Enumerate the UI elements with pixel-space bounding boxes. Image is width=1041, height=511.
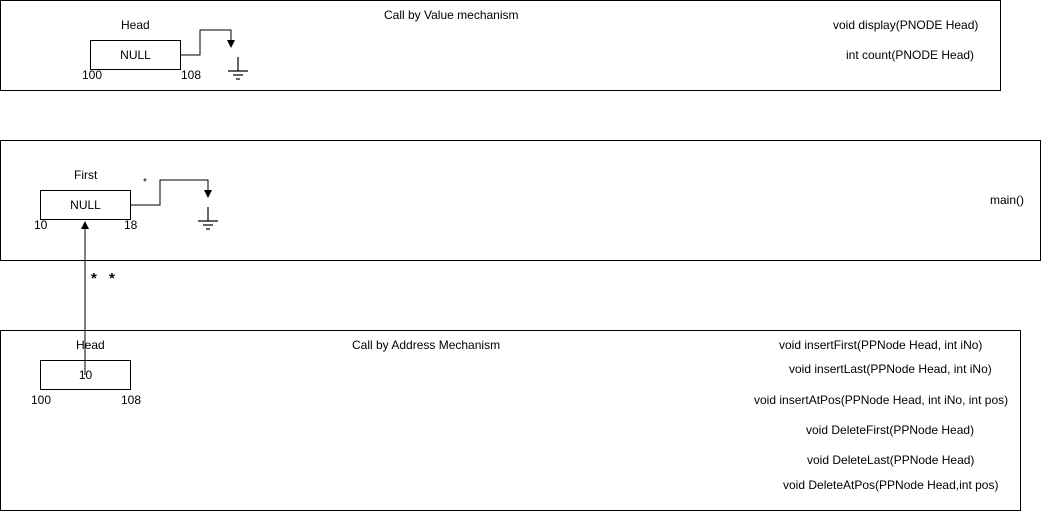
first-variable-label: First (74, 168, 98, 182)
bottom-head-addr-start: 100 (31, 393, 52, 407)
function-deleteatpos: void DeleteAtPos(PPNode Head,int pos) (783, 478, 999, 492)
bottom-head-addr-end: 108 (121, 393, 142, 407)
function-count: int count(PNODE Head) (846, 48, 975, 62)
first-node-value: NULL (70, 198, 101, 212)
call-by-value-title: Call by Value mechanism (384, 8, 519, 22)
function-insertatpos: void insertAtPos(PPNode Head, int iNo, i… (754, 393, 1009, 407)
head-node-box: NULL (90, 40, 181, 70)
function-deletelast: void DeleteLast(PPNode Head) (807, 453, 975, 467)
first-node-box: NULL (40, 190, 131, 220)
first-addr-end: 18 (124, 218, 138, 232)
first-addr-start: 10 (34, 218, 48, 232)
single-pointer-mark: * (143, 177, 147, 188)
main-panel (0, 140, 1041, 261)
head-node-value: NULL (120, 48, 151, 62)
call-by-address-title: Call by Address Mechanism (352, 338, 501, 352)
bottom-head-variable-label: Head (76, 338, 105, 352)
bottom-head-node-value: 10 (78, 368, 93, 382)
function-deletefirst: void DeleteFirst(PPNode Head) (806, 423, 975, 437)
double-pointer-mark: * * (91, 270, 119, 287)
function-insertlast: void insertLast(PPNode Head, int iNo) (789, 362, 992, 376)
function-main: main() (990, 193, 1025, 207)
head-variable-label: Head (121, 18, 150, 32)
bottom-head-node-box: 10 (40, 360, 131, 390)
head-addr-start: 100 (82, 68, 103, 82)
function-display: void display(PNODE Head) (833, 18, 979, 32)
call-by-address-panel (0, 330, 1021, 511)
head-addr-end: 108 (181, 68, 202, 82)
function-insertfirst: void insertFirst(PPNode Head, int iNo) (779, 338, 983, 352)
